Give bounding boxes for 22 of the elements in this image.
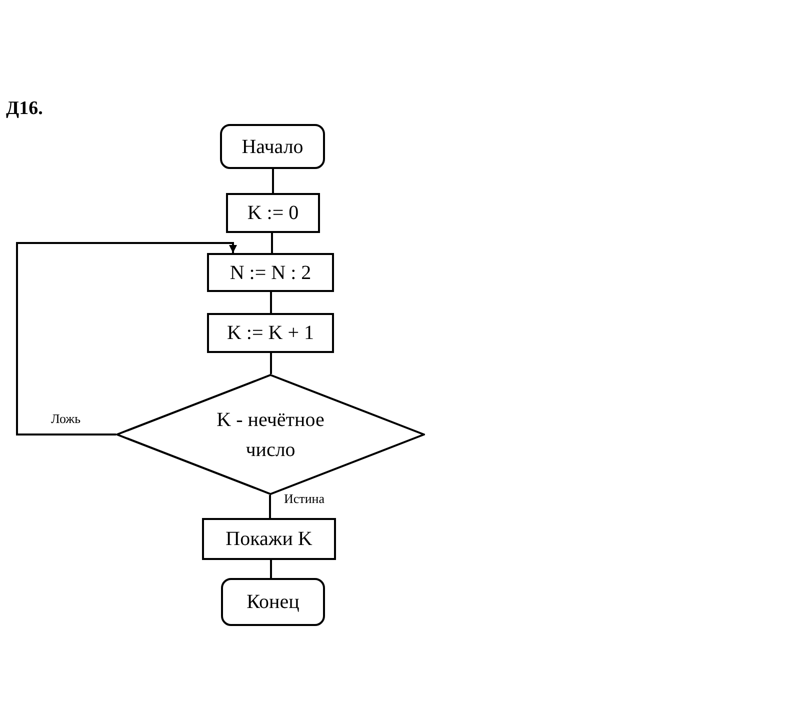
node-label: K := K + 1 bbox=[226, 321, 314, 346]
arrow bbox=[16, 242, 237, 436]
node-label: Начало bbox=[242, 134, 304, 160]
connector-line bbox=[269, 495, 271, 518]
connector-line bbox=[270, 560, 272, 578]
node-label: N := N : 2 bbox=[230, 260, 312, 286]
connector-line bbox=[270, 292, 272, 313]
decision-diamond bbox=[116, 374, 425, 495]
process-box bbox=[202, 518, 336, 560]
connector-line bbox=[270, 353, 272, 374]
process-box bbox=[207, 313, 334, 353]
node-label: Конец bbox=[246, 590, 300, 615]
condition-label: K - нечётное число bbox=[216, 408, 326, 462]
process-box bbox=[226, 193, 320, 233]
connector-line bbox=[271, 233, 273, 253]
node-label: K := 0 bbox=[247, 201, 299, 226]
connector-line bbox=[272, 169, 274, 193]
terminal-box bbox=[221, 578, 325, 626]
terminal-box bbox=[220, 124, 325, 169]
process-box bbox=[207, 253, 334, 292]
figure-number: Д16. bbox=[6, 97, 43, 121]
node-label: Покажи K bbox=[226, 527, 312, 552]
